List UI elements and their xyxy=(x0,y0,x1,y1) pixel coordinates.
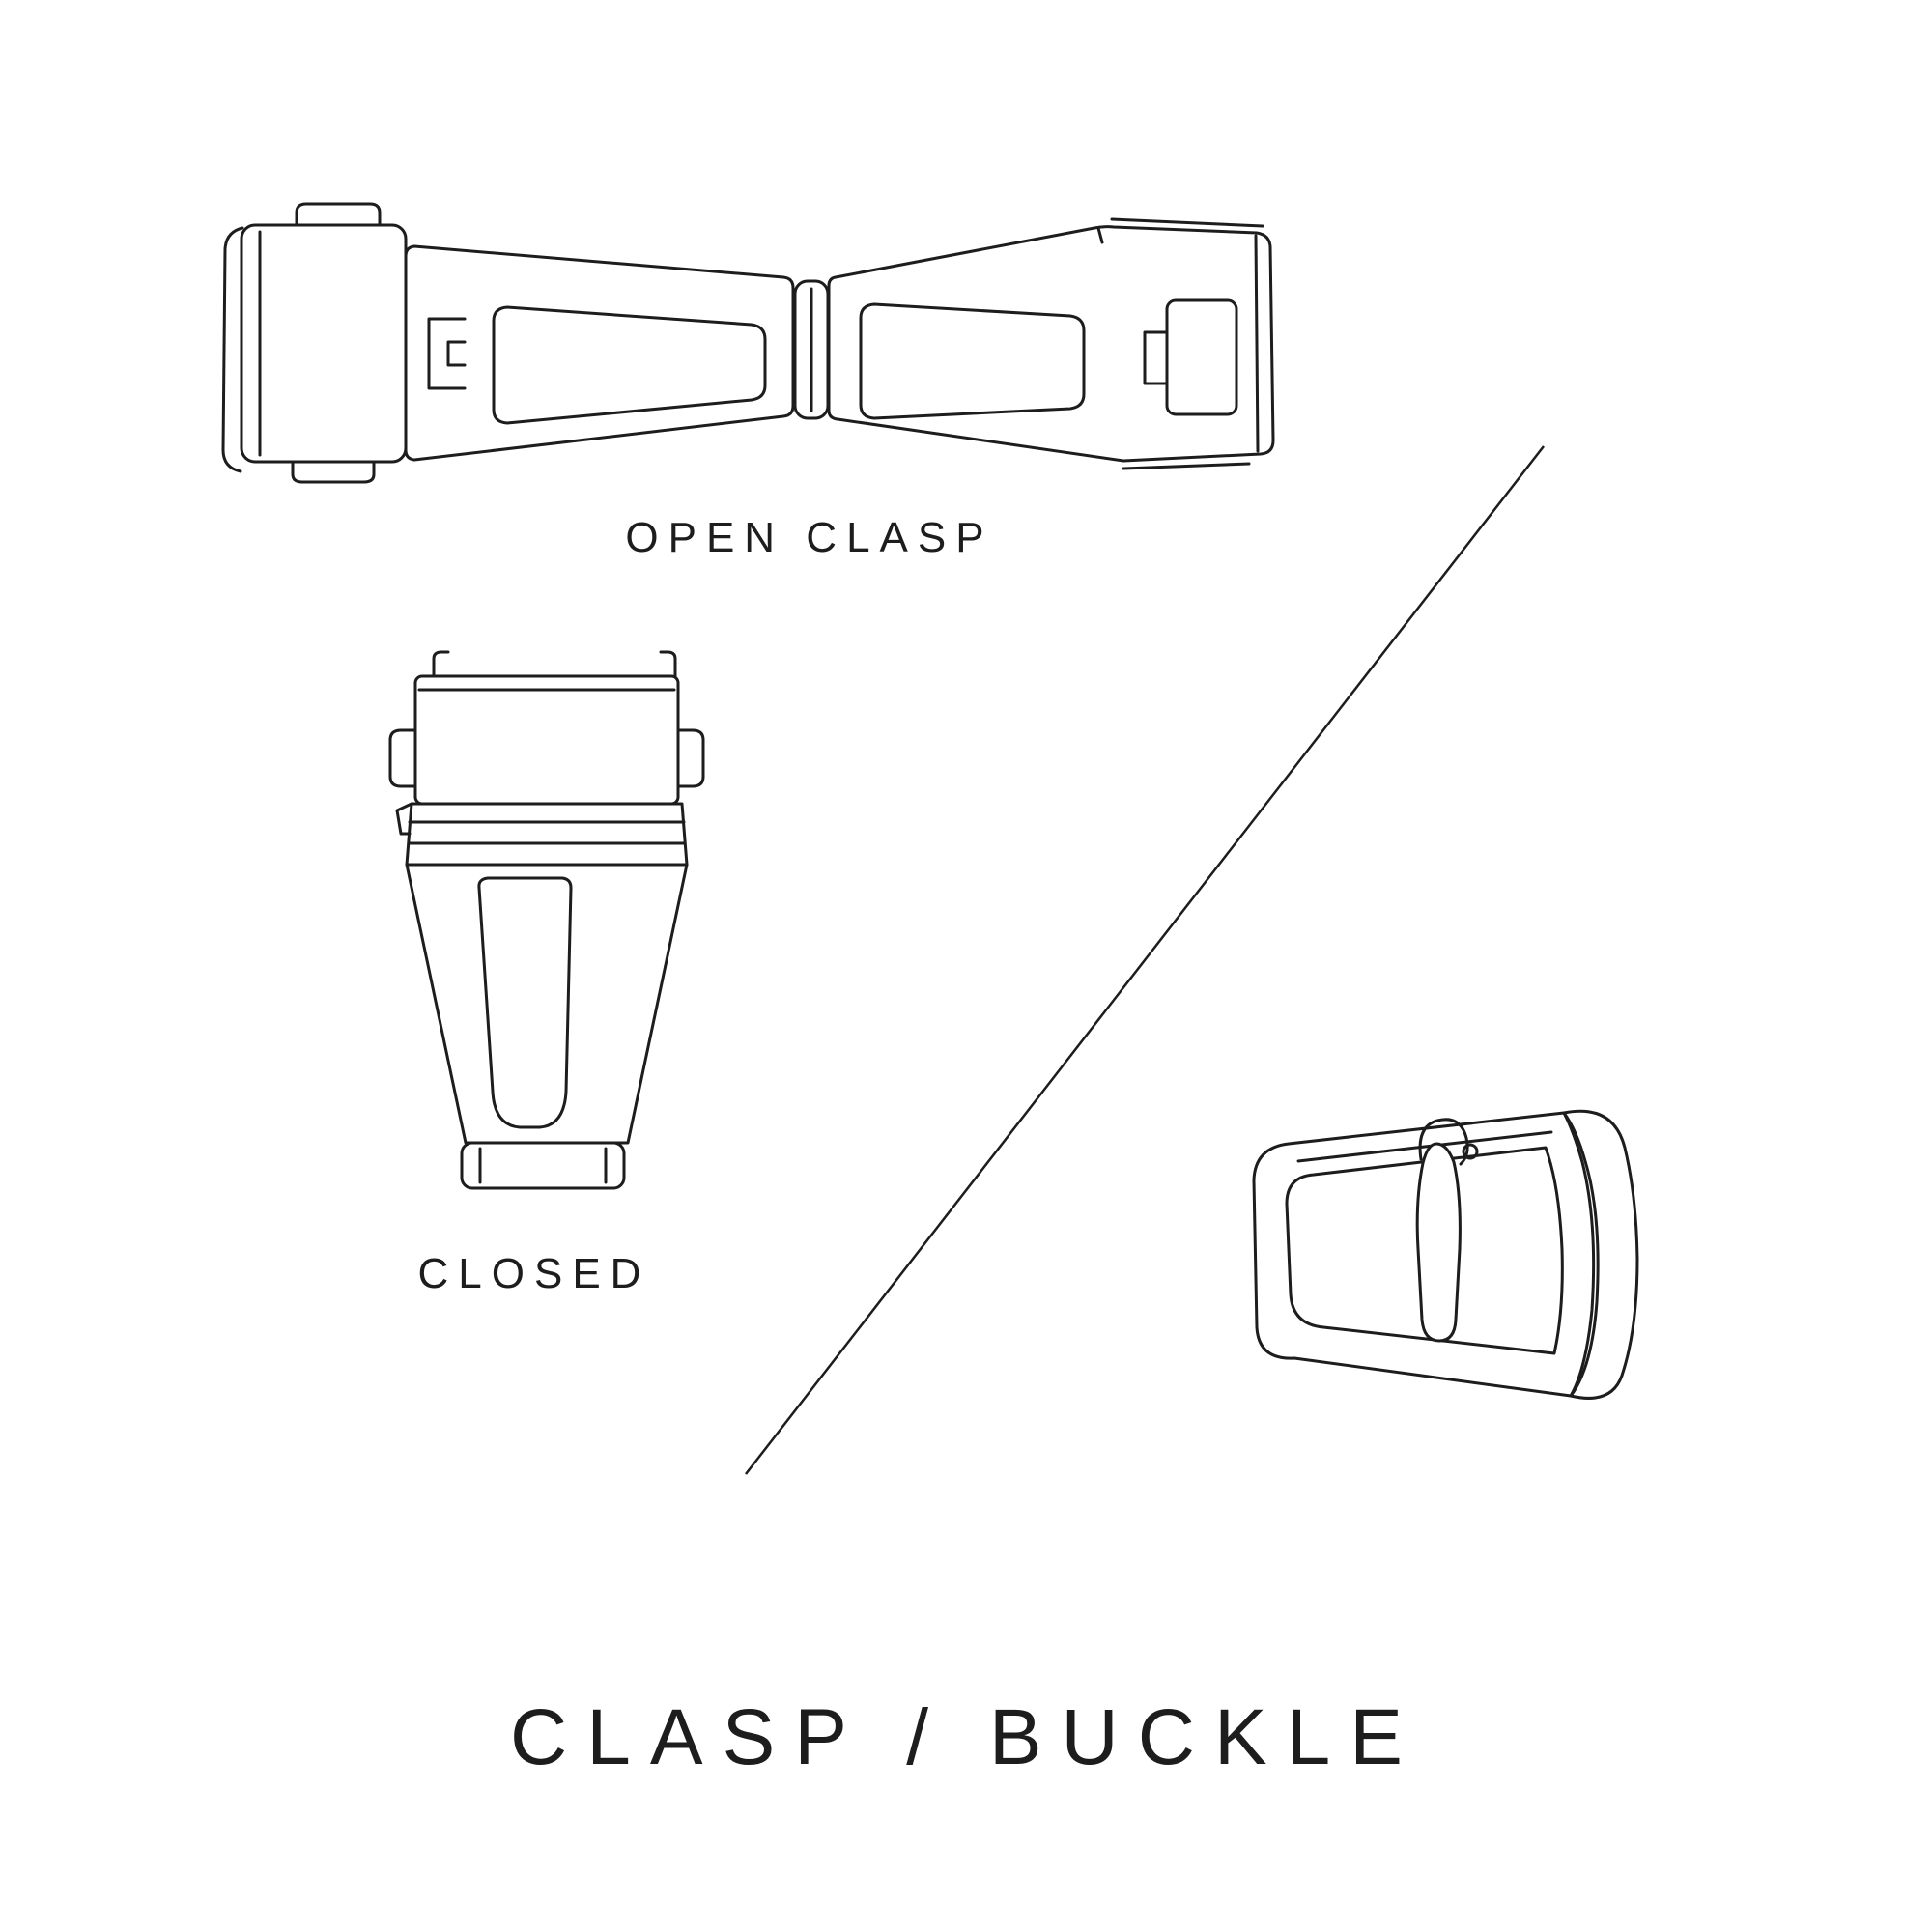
open-clasp-left-link xyxy=(404,244,795,462)
closed-clasp-label: CLOSED xyxy=(417,1250,651,1297)
closed-clasp-illustration xyxy=(388,650,705,1190)
closed-clasp-side-tabs xyxy=(388,728,705,788)
closed-clasp-band xyxy=(395,802,689,867)
buckle-spring-bar xyxy=(1296,1130,1553,1163)
closed-clasp-prongs xyxy=(432,650,677,684)
closed-clasp-body xyxy=(405,863,689,1145)
buckle-tongue xyxy=(1415,1118,1479,1343)
open-clasp-right-link xyxy=(827,217,1275,470)
open-clasp-center-hinge xyxy=(793,279,830,420)
closed-clasp-top-box xyxy=(413,674,680,806)
closed-clasp-bottom-bar xyxy=(460,1141,626,1190)
open-clasp-left-end-piece xyxy=(221,202,408,484)
page-title: CLASP / BUCKLE xyxy=(510,1693,1422,1781)
buckle-far-side xyxy=(1562,1109,1639,1400)
open-clasp-label: OPEN CLASP xyxy=(625,514,994,561)
buckle-illustration xyxy=(1252,1109,1639,1400)
open-clasp-illustration xyxy=(221,202,1275,484)
diagonal-divider-line xyxy=(745,445,1545,1475)
